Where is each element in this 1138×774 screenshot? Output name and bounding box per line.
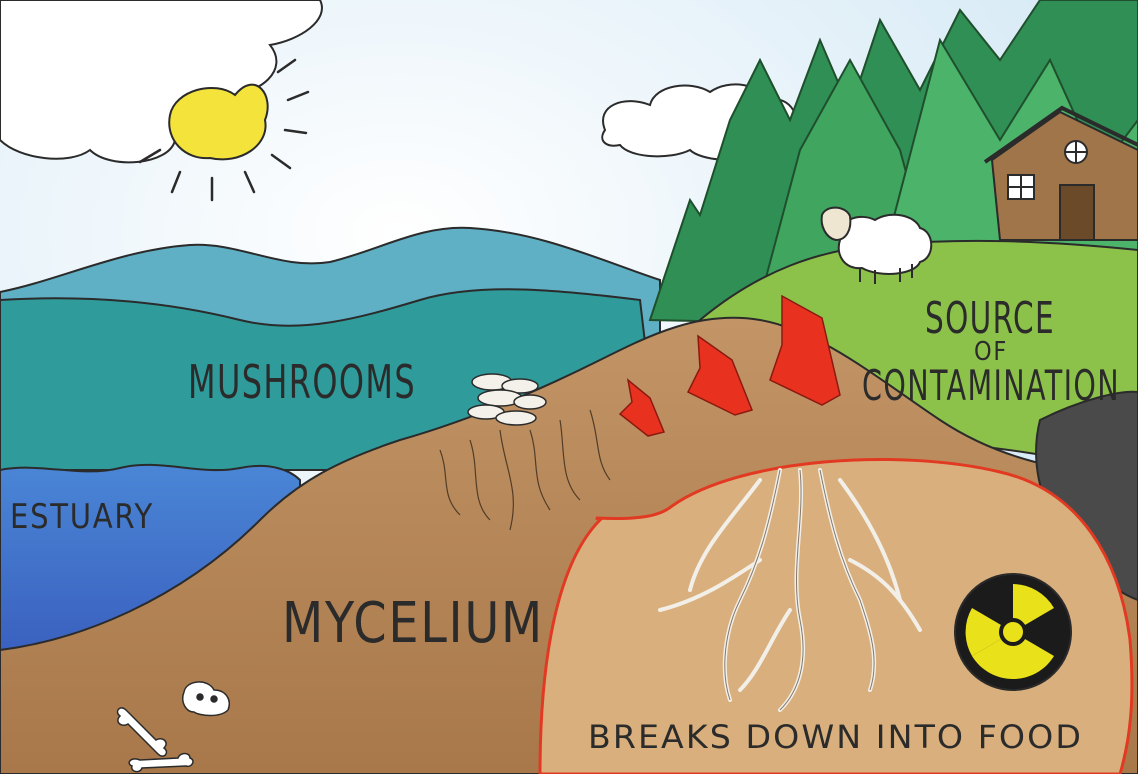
label-breaks-down: BREAKS DOWN INTO FOOD xyxy=(588,718,1083,756)
label-contamination: CONTAMINATION xyxy=(862,361,1120,410)
mushroom-cluster-icon xyxy=(468,374,546,425)
label-mushrooms: MUSHROOMS xyxy=(188,355,416,409)
label-estuary: ESTUARY xyxy=(10,497,154,537)
radiation-icon xyxy=(955,574,1071,690)
label-mycelium: MYCELIUM xyxy=(282,591,544,656)
